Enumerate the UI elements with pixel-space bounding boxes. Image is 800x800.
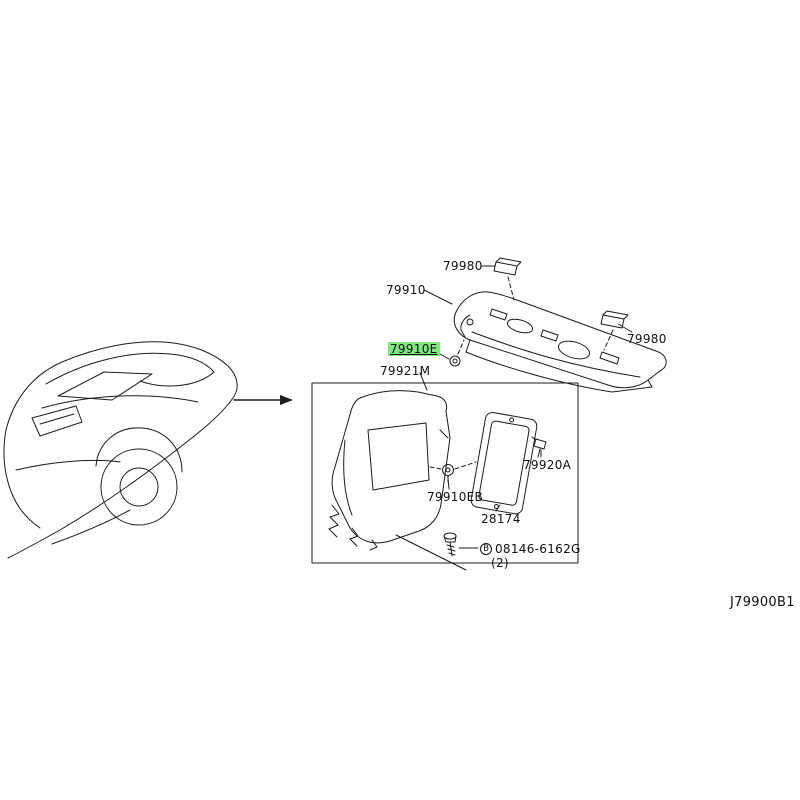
screw-79920a-drawing [533,438,547,458]
part-label-08146-6162g: 08146-6162G [495,542,581,556]
part-label-79980-top: 79980 [443,259,483,273]
clip-79910e-drawing [449,355,461,367]
parcel-shelf-drawing [453,291,667,393]
amplifier-unit-drawing [470,411,538,515]
car-rear-sketch [3,341,238,559]
part-label-28174: 28174 [481,512,521,526]
diagram-code: J79900B1 [730,595,795,610]
detail-box-frame [311,382,579,564]
part-label-79910: 79910 [386,283,426,297]
bolt-symbol-badge: B [480,543,492,555]
bolt-quantity: (2) [491,556,509,570]
bolt-drawing [443,532,457,557]
finisher-panel-drawing [328,390,451,551]
part-label-79920a: 79920A [523,458,572,472]
dashed-guides [429,276,614,470]
arrow-right-icon [233,395,293,405]
part-label-79980-right: 79980 [627,332,667,346]
part-label-79910eb: 79910EB [427,490,484,504]
clip-79980-top-drawing [493,257,522,276]
clip-79980-right-drawing [600,310,629,329]
part-label-79910e-highlighted[interactable]: 79910E [388,342,440,356]
part-label-79921m: 79921M [380,364,431,378]
leader-lines [395,265,633,571]
